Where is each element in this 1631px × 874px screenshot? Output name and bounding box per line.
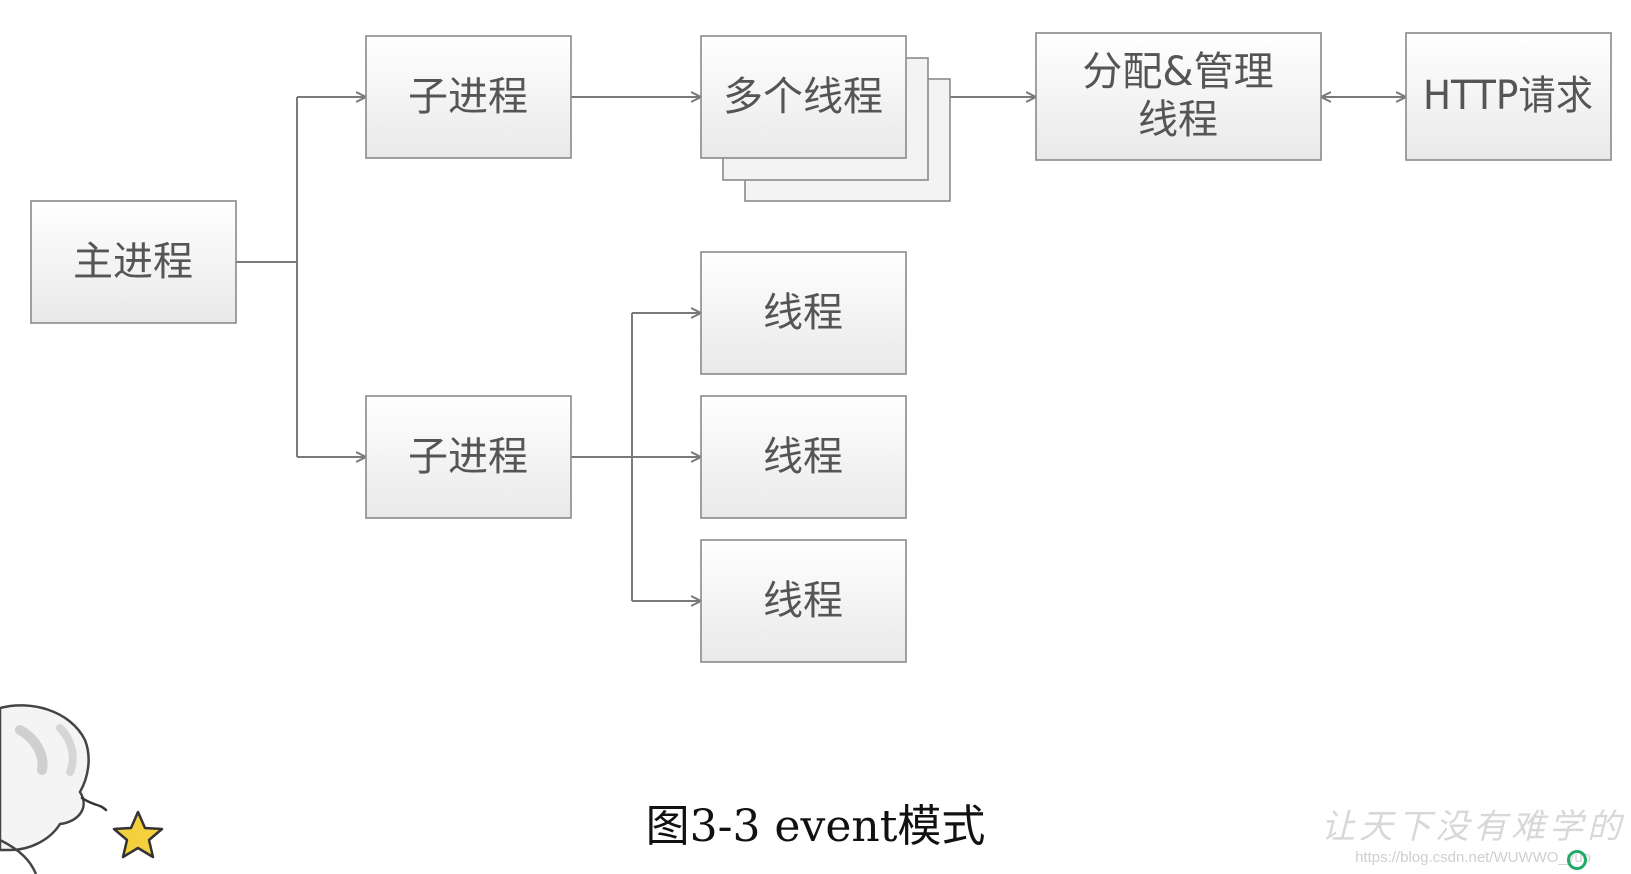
thread-label-3: 线程 — [763, 578, 843, 624]
star-icon — [112, 810, 164, 859]
thread-label-1: 线程 — [763, 290, 843, 336]
watermark-url: https://blog.csdn.net/WUWWO_yuo — [1355, 849, 1591, 866]
main-process-node: 主进程 — [30, 200, 237, 324]
allocate-manage-label-line2: 线程 — [1138, 97, 1218, 143]
thread-node-1: 线程 — [700, 251, 907, 375]
thread-node-3: 线程 — [700, 539, 907, 663]
allocate-manage-label-line1: 分配&管理 — [1082, 49, 1273, 95]
http-request-node: HTTP请求 — [1405, 32, 1612, 161]
mascot-illustration — [0, 704, 164, 874]
child-process-node-1: 子进程 — [365, 35, 572, 159]
thread-label-2: 线程 — [763, 434, 843, 480]
multiple-threads-label: 多个线程 — [723, 74, 883, 120]
figure-caption: 图3-3 event模式 — [645, 801, 986, 852]
main-process-label: 主进程 — [73, 239, 193, 285]
thread-node-2: 线程 — [700, 395, 907, 519]
child-process-node-2: 子进程 — [365, 395, 572, 519]
http-request-label: HTTP请求 — [1423, 73, 1593, 119]
child-process-label-1: 子进程 — [408, 74, 528, 120]
allocate-manage-node: 分配&管理 线程 — [1035, 32, 1322, 161]
watermark-text: 让天下没有难学的 — [1321, 807, 1625, 847]
multiple-threads-node: 多个线程 — [700, 35, 951, 202]
watermark-ring-icon — [1567, 850, 1587, 870]
child-process-label-2: 子进程 — [408, 434, 528, 480]
